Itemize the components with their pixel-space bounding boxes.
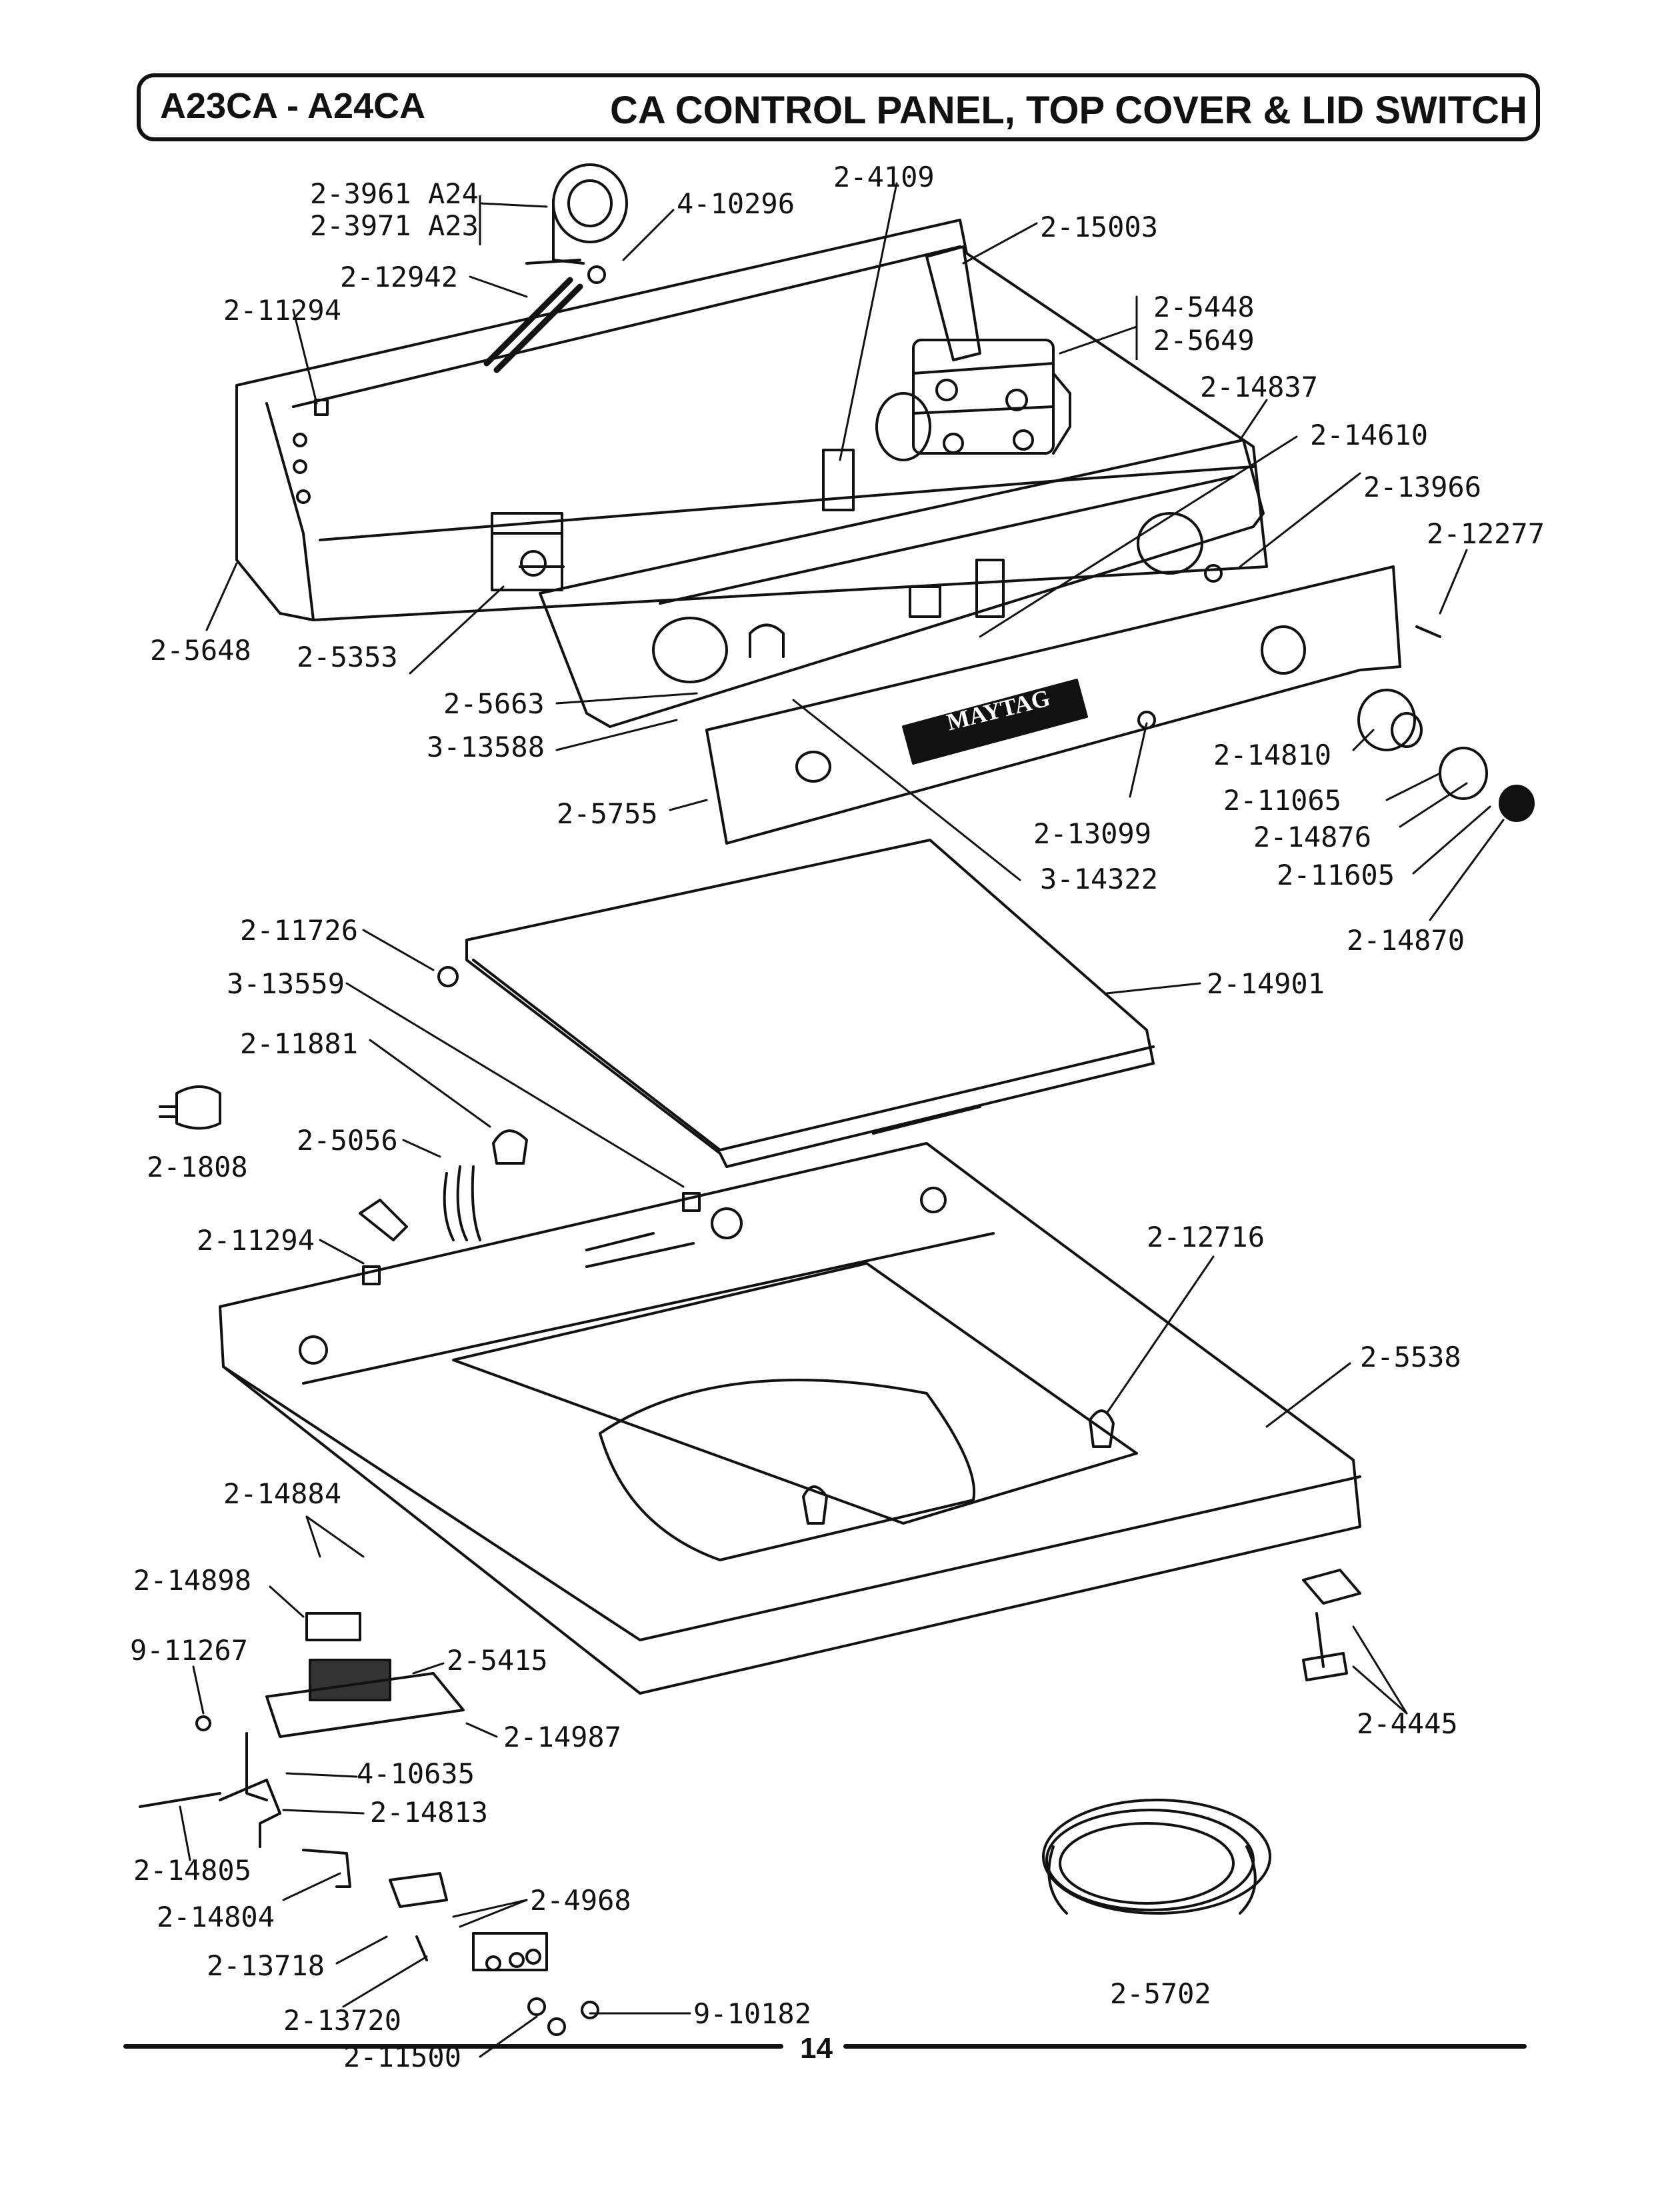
part-label: 2-13099 — [1033, 817, 1152, 850]
part-label: 2-11605 — [1277, 859, 1395, 891]
part-label: 3-13588 — [427, 731, 545, 763]
part-label: 2-11294 — [223, 294, 342, 327]
part-label: 4-10635 — [357, 1757, 475, 1790]
model-title: A23CA - A24CA — [160, 86, 426, 126]
part-label: 2-5663 — [443, 687, 545, 720]
part-label: 2-5648 — [150, 634, 251, 667]
knob-assembly-top — [525, 163, 628, 284]
part-label: 2-12277 — [1427, 517, 1545, 550]
part-label: 2-11726 — [240, 914, 359, 947]
title-frame — [137, 73, 1540, 141]
part-label: 9-11267 — [130, 1634, 249, 1667]
part-label: 2-12716 — [1147, 1221, 1265, 1253]
part-label: 2-14804 — [157, 1901, 275, 1933]
plug-2-1808 — [159, 1085, 221, 1130]
lid-2-14901 — [437, 839, 1155, 1168]
part-label: 2-13720 — [283, 2004, 402, 2037]
part-label: 2-14876 — [1253, 821, 1372, 853]
timer-2-5448 — [875, 339, 1071, 461]
switch-2-4109 — [822, 449, 855, 511]
part-label: 2-14610 — [1310, 419, 1429, 451]
part-label: 3-13559 — [227, 967, 345, 1000]
part-label: 2-11881 — [240, 1027, 359, 1060]
part-label: 2-14870 — [1347, 924, 1465, 957]
part-label: 9-10182 — [693, 1997, 812, 2030]
part-label: 2-3961 A24 — [310, 177, 479, 210]
part-label: 2-14898 — [133, 1564, 252, 1597]
wire-harness-2-5702 — [1042, 1799, 1271, 1915]
page-number: 14 — [800, 2032, 833, 2065]
bracket-2-15003 — [925, 245, 981, 361]
part-label: 2-3971 A23 — [310, 209, 479, 242]
part-label: 2-5649 — [1153, 324, 1255, 357]
clip-2-4445 — [1302, 1569, 1361, 1681]
part-label: 2-4109 — [833, 161, 935, 193]
small-hardware — [314, 399, 1441, 1525]
switch-2-5353 — [491, 512, 565, 591]
part-label: 2-13966 — [1363, 471, 1482, 503]
power-cord-2-5056 — [359, 1129, 528, 1241]
part-label: 2-13718 — [207, 1949, 325, 1982]
footer-rule-left — [123, 2044, 783, 2049]
part-label: 2-14901 — [1207, 967, 1325, 1000]
part-label: 2-14987 — [503, 1721, 622, 1753]
rod-2-12942 — [483, 277, 583, 373]
section-title: CA CONTROL PANEL, TOP COVER & LID SWITCH — [610, 89, 1527, 132]
part-label: 2-14837 — [1200, 371, 1319, 403]
part-label: 2-5056 — [297, 1124, 398, 1157]
part-label: 2-5538 — [1360, 1341, 1461, 1373]
part-label: 2-14813 — [370, 1796, 489, 1829]
part-label: 2-5415 — [447, 1644, 548, 1677]
lid-switch-assembly — [139, 1612, 599, 2036]
part-label: 2-5755 — [557, 797, 658, 830]
part-label: 2-11065 — [1223, 784, 1342, 817]
part-label: 2-11294 — [197, 1224, 315, 1257]
part-label: 2-1808 — [147, 1151, 248, 1183]
part-label: 4-10296 — [677, 187, 795, 220]
top-cover-2-5538 — [219, 1142, 1361, 1695]
part-label: 2-4968 — [530, 1884, 631, 1917]
knob-right — [1357, 689, 1535, 822]
part-label: 2-5353 — [297, 641, 398, 673]
part-label: 2-14884 — [223, 1477, 342, 1510]
part-label: 2-5448 — [1153, 291, 1255, 323]
footer-rule-right — [843, 2044, 1527, 2049]
part-label: 2-4445 — [1357, 1707, 1458, 1740]
part-label: 2-15003 — [1040, 211, 1159, 243]
console-back-panel — [235, 219, 1268, 621]
part-label: 2-5702 — [1110, 1977, 1211, 2010]
front-panel-2-5755 — [705, 565, 1401, 845]
part-label: 2-14810 — [1213, 739, 1332, 771]
part-label: 2-12942 — [340, 261, 459, 293]
console-frame — [539, 439, 1265, 728]
part-label: 2-14805 — [133, 1854, 252, 1887]
part-label: 3-14322 — [1040, 863, 1159, 895]
